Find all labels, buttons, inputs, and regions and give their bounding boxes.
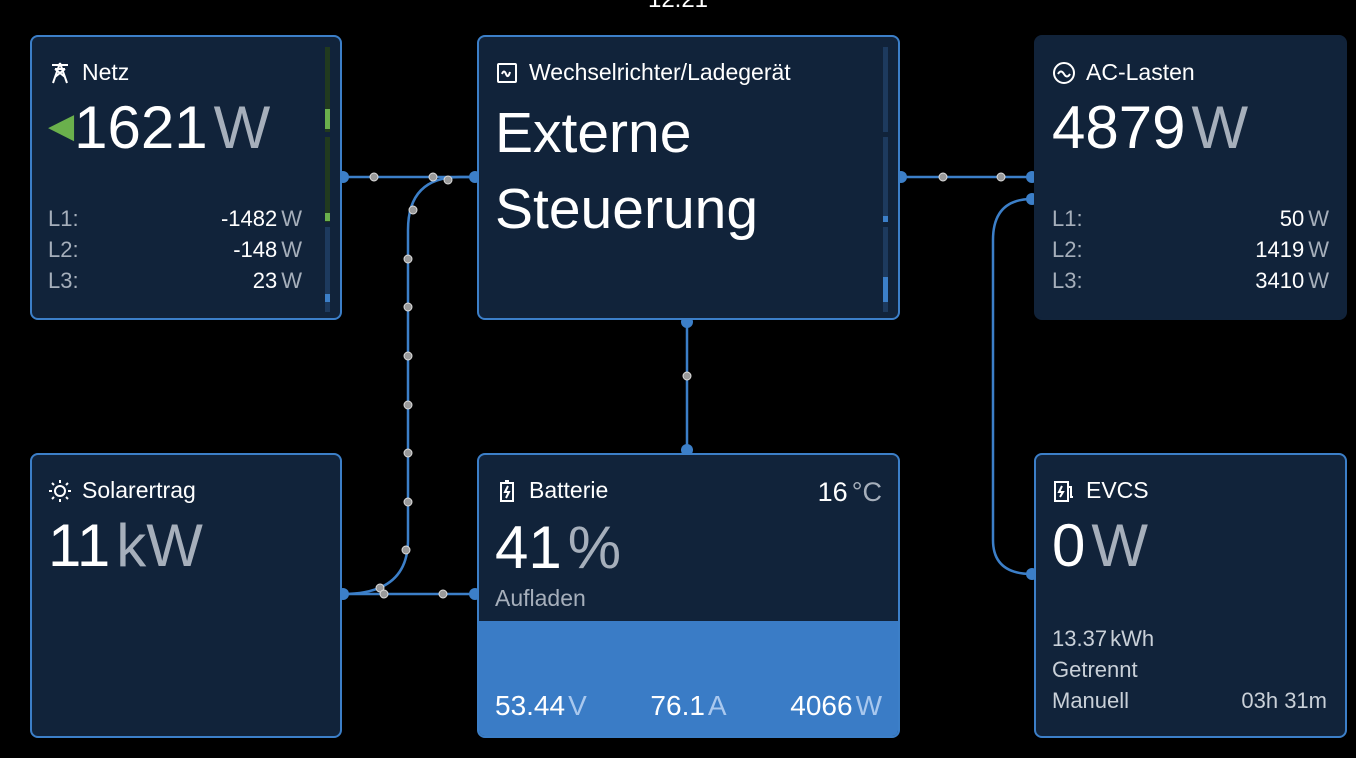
phase-label: L2: (1052, 237, 1083, 262)
solar-power-value: 11 (48, 512, 111, 579)
battery-title: Batterie (529, 477, 609, 503)
acloads-evcs-line (991, 197, 1033, 576)
phase-label: L3: (1052, 268, 1083, 293)
pylon-icon (52, 62, 68, 83)
battery-charging-icon (500, 479, 514, 502)
solar-title: Solarertrag (82, 477, 196, 503)
battery-power: 4066 (790, 690, 853, 721)
phase-bar (325, 227, 330, 312)
phase-value: 3410 (1255, 268, 1305, 293)
inverter-panel[interactable]: Wechselrichter/Ladegerät Externe Steueru… (477, 35, 900, 320)
battery-power-unit: W (855, 690, 882, 721)
battery-current: 76.1 (650, 690, 705, 721)
phase-value: -148 (233, 237, 278, 262)
phase-bar (325, 47, 330, 132)
phase-unit: W (281, 206, 302, 231)
battery-soc-value: 41 (495, 514, 562, 581)
evcs-energy: 13.37 (1052, 626, 1108, 651)
ac-loads-power-unit: W (1191, 94, 1249, 161)
inverter-title: Wechselrichter/Ladegerät (529, 59, 791, 85)
phase-value: 50 (1279, 206, 1305, 231)
ac-loads-title: AC-Lasten (1086, 59, 1195, 85)
evcs-power-unit: W (1091, 512, 1149, 579)
phase-bar (325, 137, 330, 222)
phase-unit: W (1308, 237, 1329, 262)
sun-icon (49, 479, 71, 502)
phase-value: -1482 (220, 206, 278, 231)
phase-value: 1419 (1255, 237, 1305, 262)
evcs-energy-unit: kWh (1110, 626, 1155, 651)
phase-bar (883, 227, 888, 312)
ac-sine-icon (1053, 61, 1075, 84)
battery-current-unit: A (707, 690, 727, 721)
phase-label: L1: (1052, 206, 1083, 231)
evcs-status: Getrennt (1052, 657, 1138, 682)
phase-label: L3: (48, 268, 79, 293)
inverter-state-line1: Externe (495, 101, 692, 165)
evcs-power-value: 0 (1052, 512, 1086, 579)
phase-label: L2: (48, 237, 79, 262)
phase-unit: W (1308, 268, 1329, 293)
evcs-mode: Manuell (1052, 688, 1130, 713)
battery-state: Aufladen (495, 585, 586, 611)
phase-unit: W (281, 268, 302, 293)
battery-temperature: 16°C (818, 477, 882, 508)
ev-charger-icon (1054, 480, 1073, 502)
inverter-state: Externe Steuerung (495, 95, 758, 247)
solar-power-unit: kW (116, 512, 203, 579)
battery-voltage: 53.44 (495, 690, 566, 721)
evcs-title: EVCS (1086, 477, 1149, 503)
clock: 12:21 (0, 0, 1356, 14)
grid-power-unit: W (213, 94, 271, 161)
inverter-icon (497, 62, 517, 83)
phase-label: L1: (48, 206, 79, 231)
ac-loads-power-value: 4879 (1052, 94, 1186, 161)
battery-temp-value: 16 (817, 477, 848, 507)
phase-value: 23 (252, 268, 278, 293)
phase-unit: W (281, 237, 302, 262)
battery-soc-fill (479, 620, 898, 736)
battery-temp-unit: °C (851, 477, 882, 507)
export-arrow-icon: ◀ (48, 107, 75, 146)
solar-inverter-line (342, 175, 475, 596)
inverter-state-line2: Steuerung (495, 177, 759, 241)
phase-bar (883, 137, 888, 222)
battery-voltage-unit: V (568, 690, 587, 721)
evcs-charge-time: 03h 31m (1241, 688, 1327, 713)
phase-unit: W (1308, 206, 1329, 231)
grid-power-value: 1621 (74, 94, 208, 161)
phase-bar (883, 47, 888, 132)
grid-title: Netz (82, 59, 130, 85)
battery-soc-unit: % (567, 514, 622, 581)
